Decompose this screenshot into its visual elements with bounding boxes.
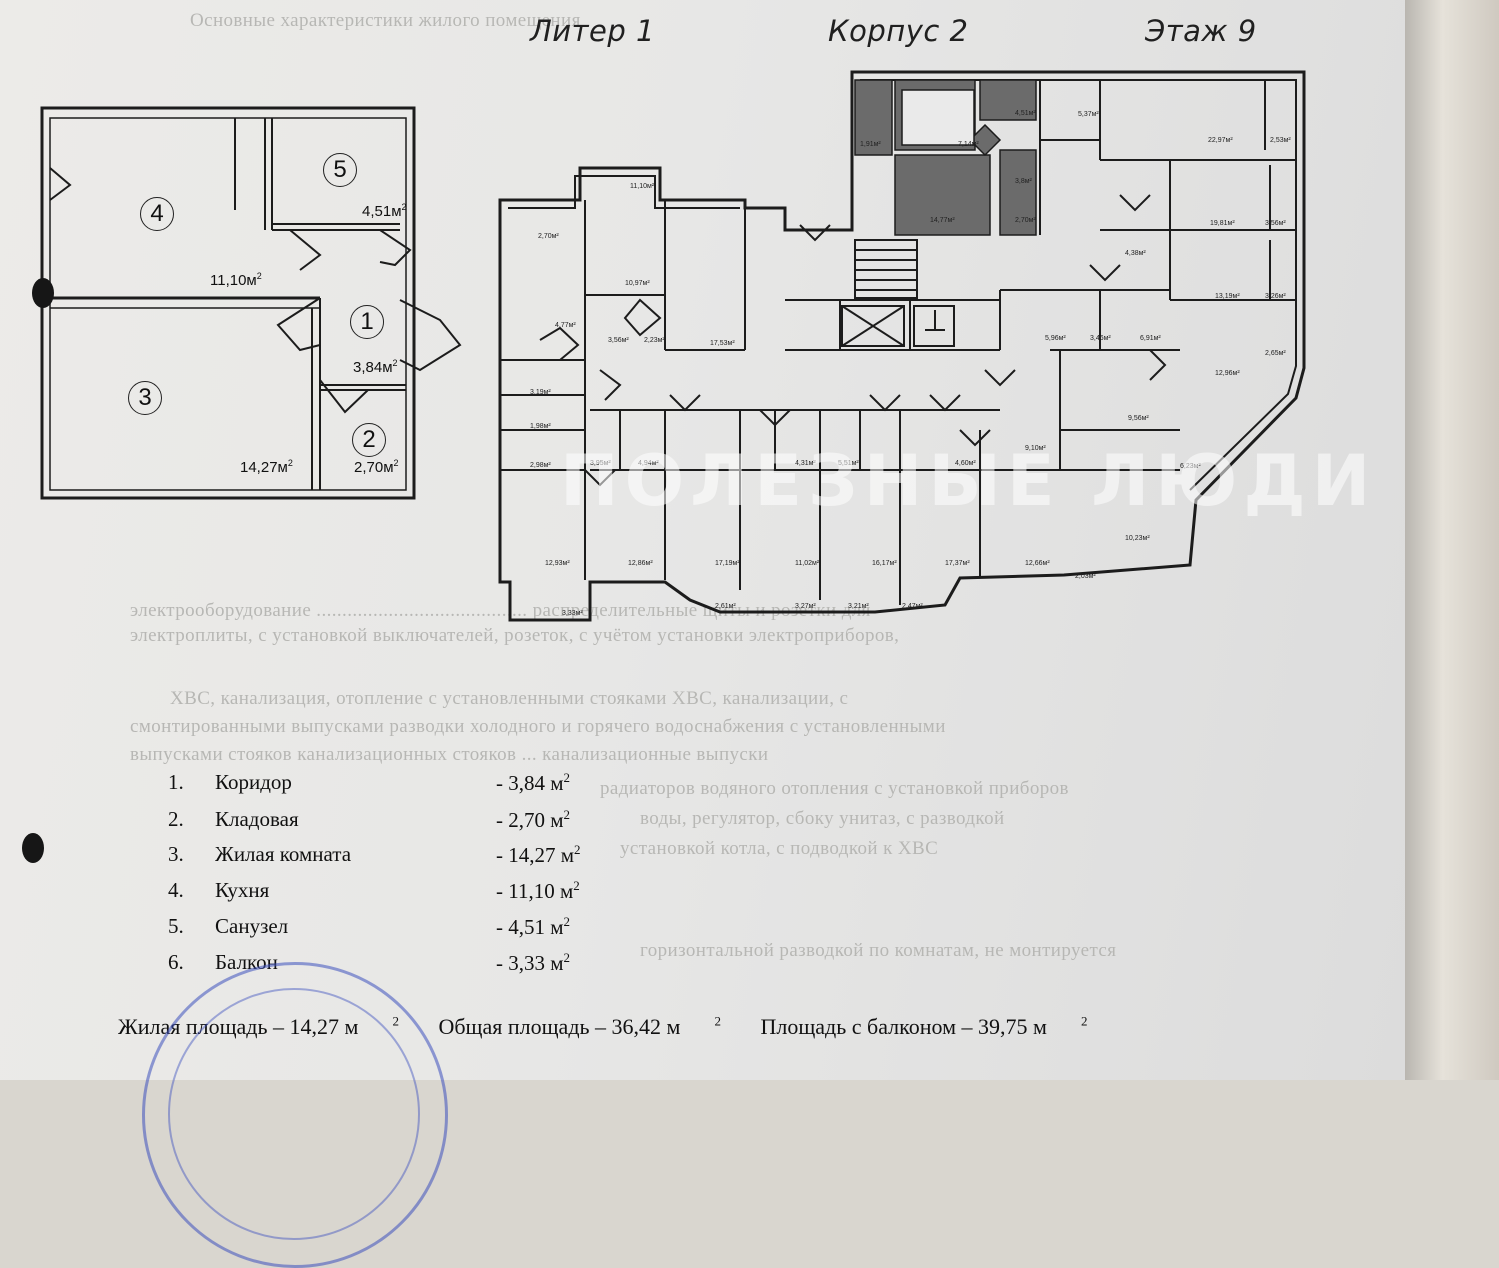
svg-text:6,23м²: 6,23м² bbox=[1180, 463, 1201, 470]
svg-text:4,38м²: 4,38м² bbox=[1125, 250, 1146, 257]
room-1-area: 3,84м2 bbox=[353, 358, 398, 376]
svg-text:3,8м²: 3,8м² bbox=[1015, 178, 1033, 185]
svg-text:2,70м²: 2,70м² bbox=[1015, 217, 1036, 224]
svg-text:12,93м²: 12,93м² bbox=[545, 560, 570, 567]
legend-row: 4. Кухня - 11,10 м2 bbox=[168, 878, 580, 903]
svg-text:3,46м²: 3,46м² bbox=[1090, 335, 1111, 342]
korpus-label: Корпус 2 bbox=[828, 14, 969, 48]
svg-text:16,17м²: 16,17м² bbox=[872, 560, 897, 567]
svg-text:19,81м²: 19,81м² bbox=[1210, 220, 1235, 227]
svg-text:3,21м²: 3,21м² bbox=[848, 603, 869, 610]
background-text: смонтированными выпусками разводки холод… bbox=[130, 716, 946, 737]
svg-text:1,98м²: 1,98м² bbox=[530, 423, 551, 430]
svg-text:3,26м²: 3,26м² bbox=[1265, 293, 1286, 300]
room-5-marker: 5 bbox=[323, 153, 357, 187]
svg-text:11,02м²: 11,02м² bbox=[795, 560, 820, 567]
svg-text:2,65м²: 2,65м² bbox=[1265, 350, 1286, 357]
room-2-marker: 2 bbox=[352, 423, 386, 457]
svg-text:9,56м²: 9,56м² bbox=[1128, 415, 1149, 422]
floor-label: Этаж 9 bbox=[1145, 14, 1257, 48]
page-edge bbox=[1405, 0, 1499, 1080]
svg-text:5,96м²: 5,96м² bbox=[1045, 335, 1066, 342]
binder-hole bbox=[32, 278, 54, 308]
background-text: выпусками стояков канализационных стояко… bbox=[130, 744, 769, 765]
svg-text:17,19м²: 17,19м² bbox=[715, 560, 740, 567]
legend-row: 1. Коридор - 3,84 м2 bbox=[168, 770, 571, 795]
background-text: ХВС, канализация, отопление с установлен… bbox=[170, 688, 849, 709]
legend-row: 3. Жилая комната - 14,27 м2 bbox=[168, 842, 581, 867]
background-text: установкой котла, с подводкой к ХВС bbox=[620, 838, 939, 859]
svg-text:3,27м²: 3,27м² bbox=[795, 603, 816, 610]
background-text: воды, регулятор, сбоку унитаз, с разводк… bbox=[640, 808, 1005, 829]
room-3-marker: 3 bbox=[128, 381, 162, 415]
svg-text:4,60м²: 4,60м² bbox=[955, 460, 976, 467]
background-text: электрооборудование ....................… bbox=[130, 600, 871, 621]
svg-text:4,51м²: 4,51м² bbox=[1015, 110, 1036, 117]
legend-row: 5. Санузел - 4,51 м2 bbox=[168, 914, 571, 939]
svg-text:10,23м²: 10,23м² bbox=[1125, 535, 1150, 542]
floor-plan-drawing: 11,10м² 2,70м² 10,97м² 17,53м² 3,56м² 2,… bbox=[40, 70, 1306, 622]
room-4-area: 11,10м2 bbox=[210, 271, 262, 289]
svg-text:22,97м²: 22,97м² bbox=[1208, 137, 1233, 144]
liter-label: Литер 1 bbox=[530, 14, 655, 48]
svg-text:2,53м²: 2,53м² bbox=[1270, 137, 1291, 144]
document-page: Основные характеристики жилого помещения… bbox=[0, 0, 1420, 1268]
background-text: горизонтальной разводкой по комнатам, не… bbox=[640, 940, 1117, 961]
room-5-area: 4,51м2 bbox=[362, 202, 407, 220]
svg-text:5,37м²: 5,37м² bbox=[1078, 111, 1099, 118]
svg-text:12,66м²: 12,66м² bbox=[1025, 560, 1050, 567]
svg-text:2,61м²: 2,61м² bbox=[715, 603, 736, 610]
svg-text:12,86м²: 12,86м² bbox=[628, 560, 653, 567]
room-2-area: 2,70м2 bbox=[354, 458, 399, 476]
watermark: ПОЛЕЗНЫЕ ЛЮДИ bbox=[560, 440, 1377, 522]
svg-text:3,95м²: 3,95м² bbox=[590, 460, 611, 467]
svg-text:14,77м²: 14,77м² bbox=[930, 217, 955, 224]
svg-text:3,56м²: 3,56м² bbox=[1265, 220, 1286, 227]
svg-text:17,37м²: 17,37м² bbox=[945, 560, 970, 567]
svg-text:7,14м²: 7,14м² bbox=[958, 141, 979, 148]
background-text: Основные характеристики жилого помещения bbox=[190, 10, 581, 31]
room-4-marker: 4 bbox=[140, 197, 174, 231]
svg-text:3,56м²: 3,56м² bbox=[608, 337, 629, 344]
svg-text:4,77м²: 4,77м² bbox=[555, 322, 576, 329]
svg-text:3,33м²: 3,33м² bbox=[562, 610, 583, 617]
svg-text:4,94м²: 4,94м² bbox=[638, 460, 659, 467]
svg-text:2,03м²: 2,03м² bbox=[1075, 573, 1096, 580]
svg-text:2,23м²: 2,23м² bbox=[644, 337, 665, 344]
svg-text:9,10м²: 9,10м² bbox=[1025, 445, 1046, 452]
svg-text:5,51м²: 5,51м² bbox=[838, 460, 859, 467]
svg-text:2,47м²: 2,47м² bbox=[902, 603, 923, 610]
svg-text:6,91м²: 6,91м² bbox=[1140, 335, 1161, 342]
svg-text:1,91м²: 1,91м² bbox=[860, 141, 881, 148]
svg-text:11,10м²: 11,10м² bbox=[630, 183, 655, 190]
background-text: электроплиты, с установкой выключателей,… bbox=[130, 625, 900, 646]
svg-text:10,97м²: 10,97м² bbox=[625, 280, 650, 287]
svg-text:17,53м²: 17,53м² bbox=[710, 340, 735, 347]
svg-text:13,19м²: 13,19м² bbox=[1215, 293, 1240, 300]
svg-text:4,31м²: 4,31м² bbox=[795, 460, 816, 467]
svg-text:12,96м²: 12,96м² bbox=[1215, 370, 1240, 377]
svg-text:3,19м²: 3,19м² bbox=[530, 389, 551, 396]
room-1-marker: 1 bbox=[350, 305, 384, 339]
svg-text:2,70м²: 2,70м² bbox=[538, 233, 559, 240]
background-text: радиаторов водяного отопления с установк… bbox=[600, 778, 1069, 799]
binder-hole bbox=[22, 833, 44, 863]
room-3-area: 14,27м2 bbox=[240, 458, 293, 476]
svg-text:2,98м²: 2,98м² bbox=[530, 462, 551, 469]
legend-row: 2. Кладовая - 2,70 м2 bbox=[168, 807, 571, 832]
seal-stamp-inner bbox=[168, 988, 420, 1240]
